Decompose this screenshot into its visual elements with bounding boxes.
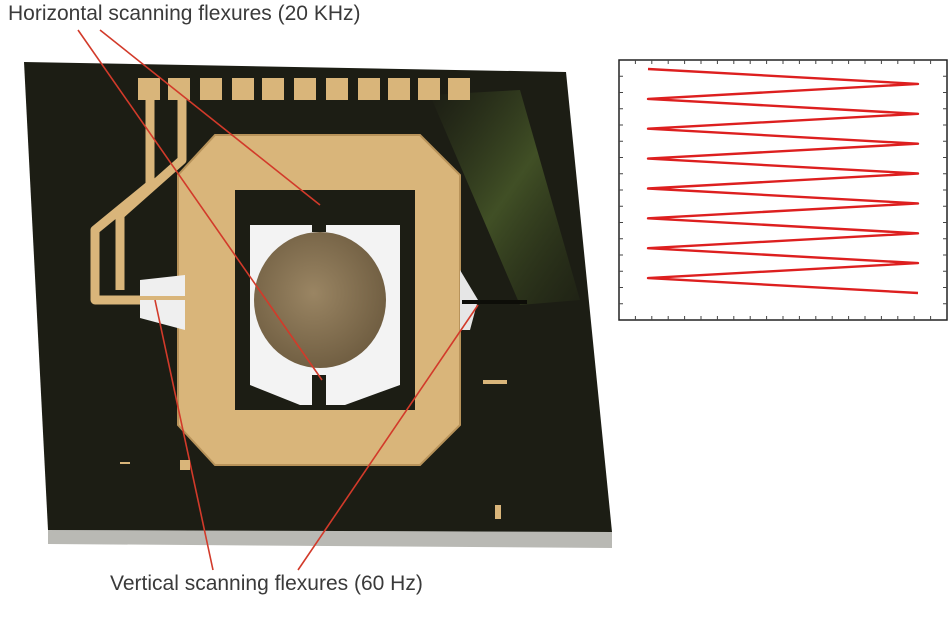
left-vertical-flexure <box>118 296 188 300</box>
contact-pads <box>138 78 470 100</box>
left-gold-leads <box>90 100 187 305</box>
right-vertical-flexure <box>462 300 527 304</box>
plot-ticks <box>619 60 947 320</box>
horizontal-flexure-callouts <box>77 29 323 381</box>
raster-scan-plot <box>618 59 948 321</box>
scanning-mirror <box>254 232 386 368</box>
horizontal-flexures-label: Horizontal scanning flexures (20 KHz) <box>8 2 361 25</box>
scan-trace <box>646 67 920 295</box>
top-flexure-slot <box>312 192 326 232</box>
vertical-flexure-callouts <box>154 299 479 571</box>
vertical-flexures-label: Vertical scanning flexures (60 Hz) <box>110 572 423 595</box>
chip-edge <box>48 530 612 548</box>
green-trace-region <box>430 90 580 305</box>
chip-markings <box>120 380 507 519</box>
left-cavity <box>140 275 185 330</box>
bottom-flexure-slot <box>312 375 326 407</box>
